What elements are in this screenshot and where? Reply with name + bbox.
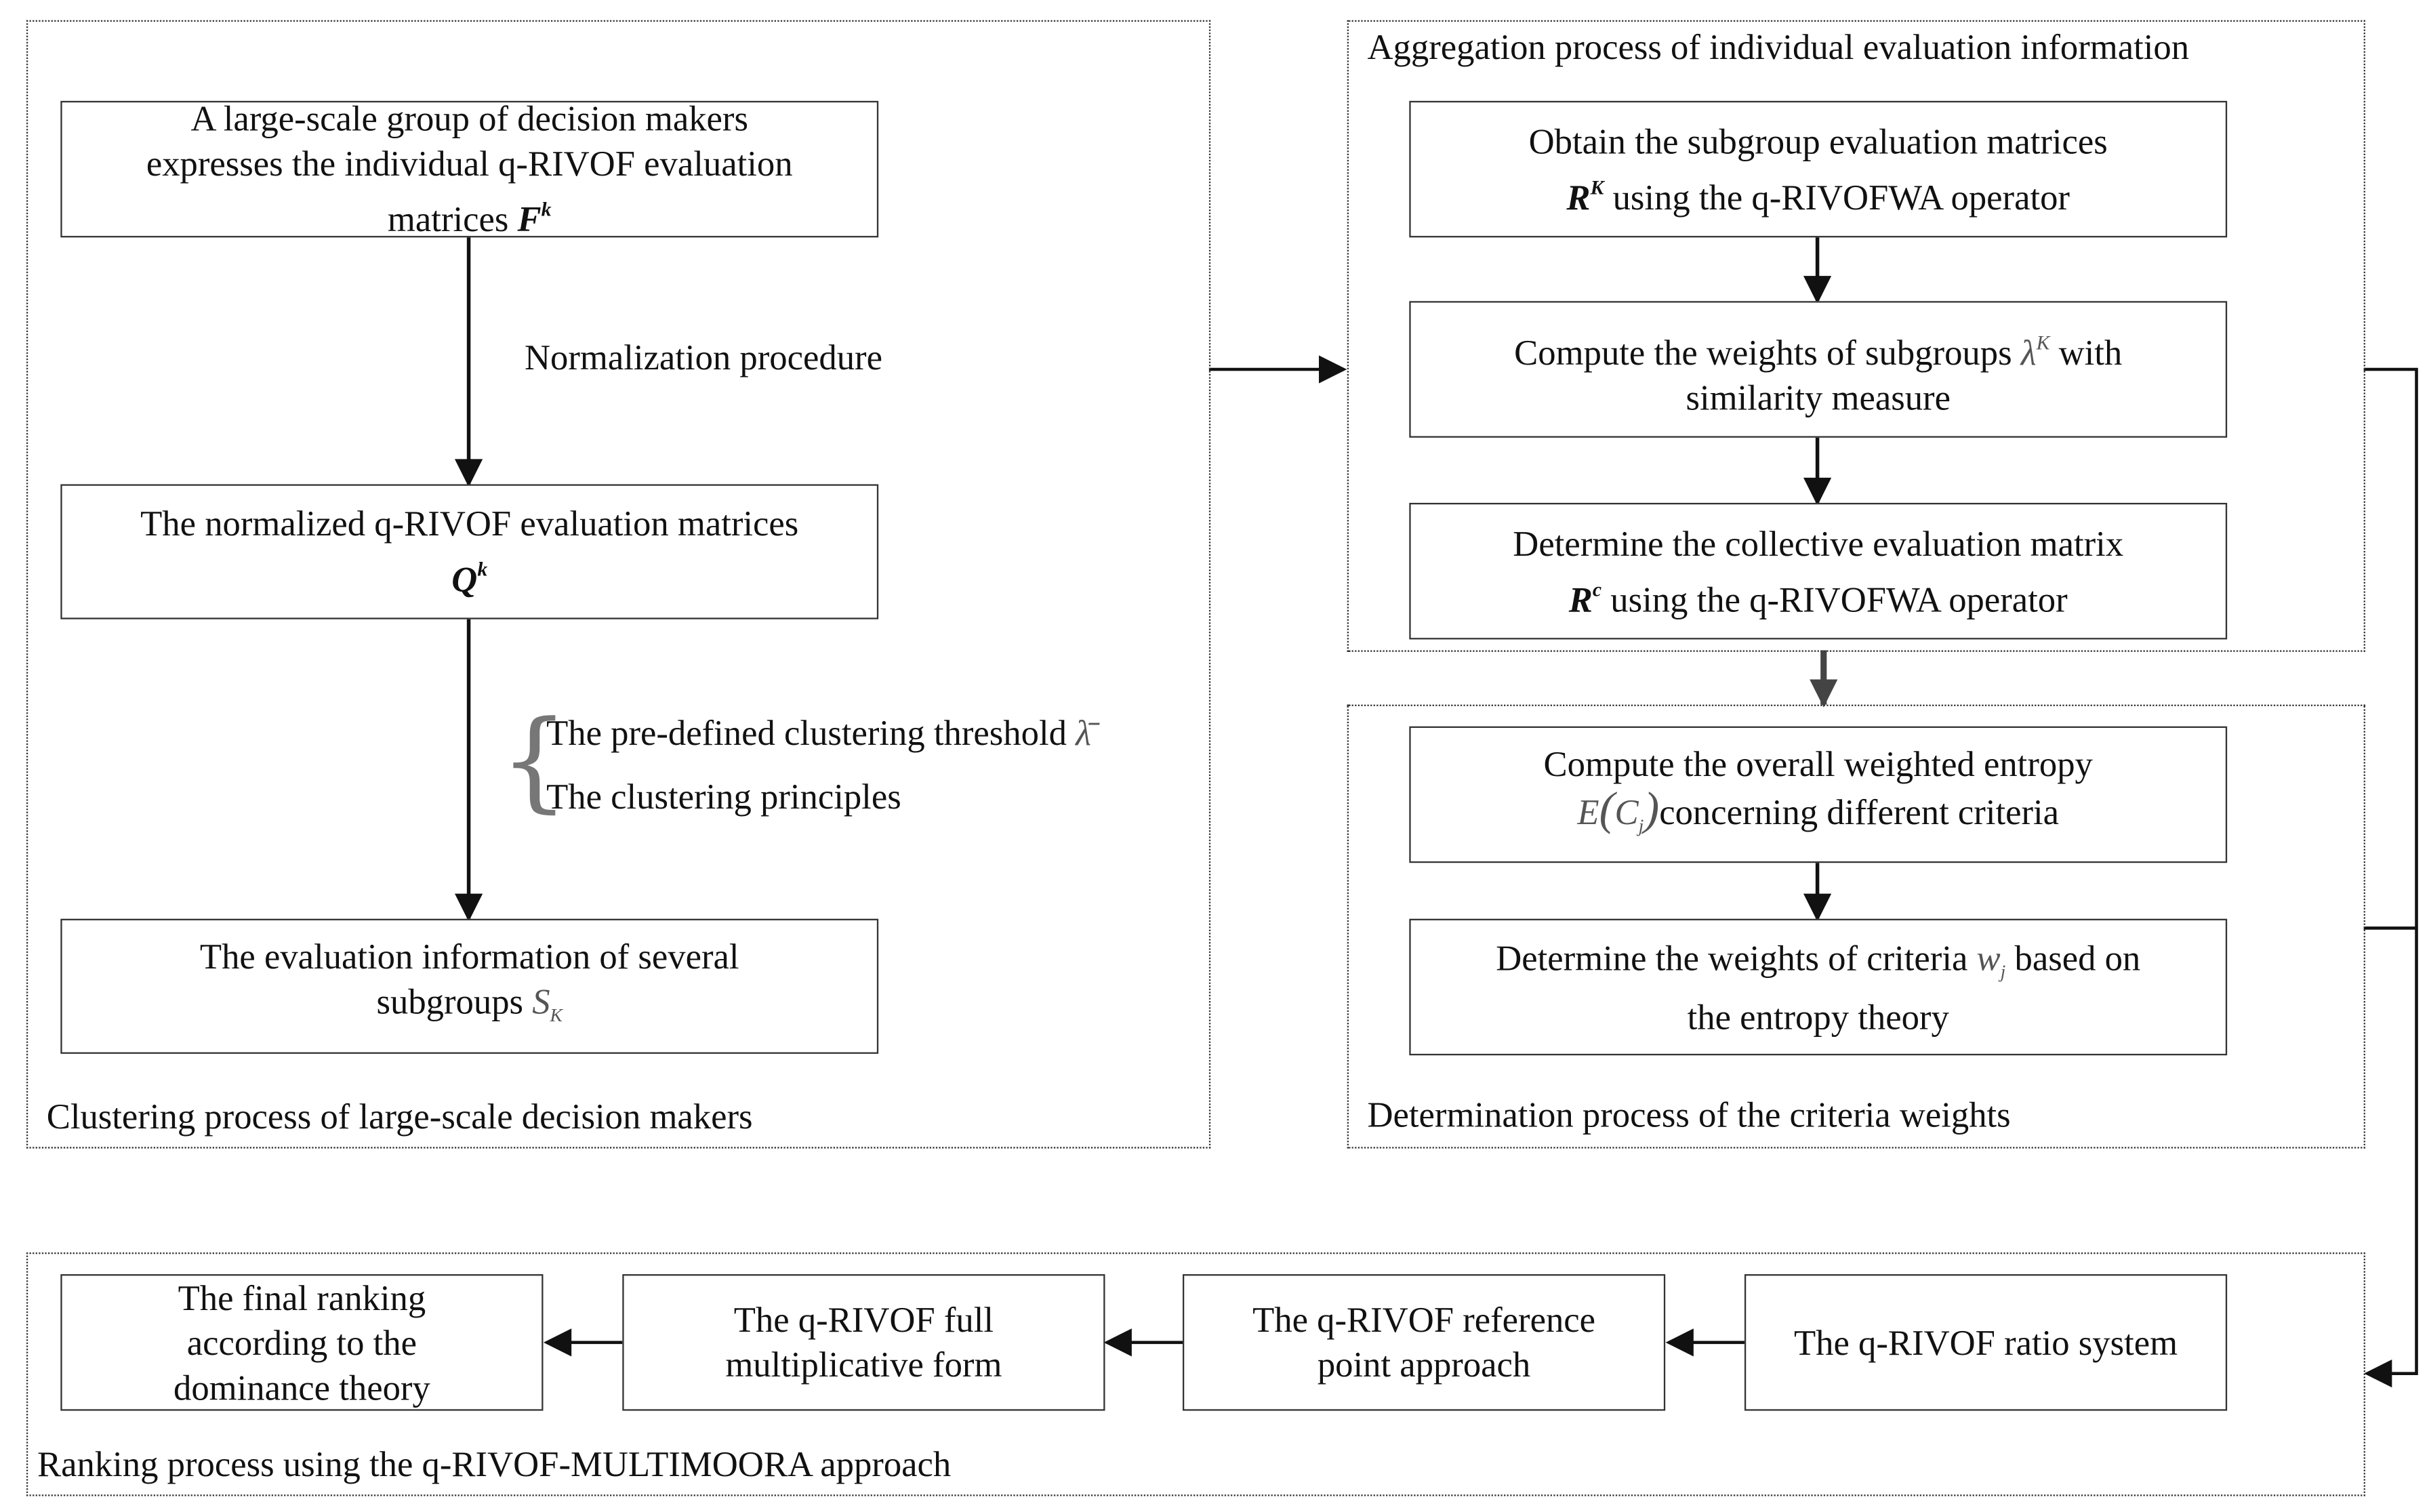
math-superscript: K — [1590, 174, 1604, 198]
connector-right-bracket — [2363, 367, 2418, 1388]
text-line: Obtain the subgroup evaluation matrices — [1528, 121, 2108, 161]
text-line: the entropy theory — [1687, 997, 1949, 1036]
box-full-multiplicative: The q-RIVOF full multiplicative form — [622, 1274, 1105, 1411]
math-superscript: k — [541, 197, 552, 221]
text-line: matrices Fk — [388, 186, 552, 242]
math-symbol-C: C — [1614, 792, 1639, 832]
box-subgroup-weights: Compute the weights of subgroups λK with… — [1409, 301, 2228, 438]
text-line: Determine the weights of criteria wj bas… — [1496, 935, 2140, 994]
box-ratio-system: The q-RIVOF ratio system — [1744, 1274, 2228, 1411]
math-superscript: K — [2036, 329, 2050, 353]
math-subscript: j — [1638, 814, 1644, 836]
text-line: The final ranking — [178, 1278, 426, 1317]
text-line: The normalized q-RIVOF evaluation matric… — [140, 504, 799, 544]
box-subgroups-info: The evaluation information of several su… — [60, 918, 879, 1054]
text-line: A large-scale group of decision makers — [190, 99, 748, 138]
text-line: according to the — [186, 1323, 417, 1362]
text-segment: using the q-RIVOFWA operator — [1610, 579, 2068, 619]
text-line: expresses the individual q-RIVOF evaluat… — [146, 144, 793, 184]
math-subscript: j — [2000, 960, 2006, 982]
caption-ranking: Ranking process using the q-RIVOF-MULTIM… — [37, 1444, 952, 1484]
math-paren-open: ( — [1599, 783, 1615, 834]
text-segment: concerning different criteria — [1659, 792, 2060, 832]
text-line: Qk — [451, 546, 487, 602]
text-segment: Compute the weights of subgroups — [1514, 333, 2012, 372]
group-weights: Determination process of the criteria we… — [1347, 704, 2365, 1149]
text-segment: matrices — [387, 200, 509, 239]
text-line: The q-RIVOF reference — [1252, 1301, 1596, 1340]
box-weighted-entropy: Compute the overall weighted entropy E(C… — [1409, 726, 2228, 863]
box-criteria-weights: Determine the weights of criteria wj bas… — [1409, 918, 2228, 1056]
text-segment: using the q-RIVOFWA operator — [1612, 178, 2070, 217]
left-curly-brace: { — [499, 697, 569, 824]
text-line: multiplicative form — [725, 1345, 1002, 1385]
math-symbol-Q: Q — [451, 560, 478, 599]
text-line: E(Cj)concerning different criteria — [1577, 783, 2060, 849]
group-clustering: Clustering process of large-scale decisi… — [26, 20, 1211, 1149]
label-clustering-principles: The clustering principles — [546, 777, 901, 817]
box-subgroup-matrices: Obtain the subgroup evaluation matrices … — [1409, 100, 2228, 238]
math-symbol-lambda: λ — [2020, 333, 2037, 372]
text-line: point approach — [1317, 1345, 1531, 1385]
math-subscript: K — [550, 1004, 563, 1026]
math-symbol-R: R — [1566, 178, 1591, 217]
text-line: The evaluation information of several — [199, 937, 739, 977]
text-line: subgroups SK — [377, 979, 563, 1038]
math-superscript: c — [1592, 576, 1602, 600]
caption-clustering: Clustering process of large-scale decisi… — [46, 1097, 753, 1137]
group-aggregation: Aggregation process of individual evalua… — [1347, 20, 2365, 652]
text-line: Determine the collective evaluation matr… — [1513, 523, 2124, 563]
text-segment: based on — [2014, 938, 2141, 977]
text-line: dominance theory — [173, 1368, 430, 1407]
text-line: Compute the overall weighted entropy — [1543, 744, 2093, 783]
math-symbol-S: S — [532, 982, 550, 1021]
box-reference-point: The q-RIVOF reference point approach — [1182, 1274, 1666, 1411]
text-line: The q-RIVOF ratio system — [1793, 1323, 2178, 1362]
text-line: similarity measure — [1686, 377, 1951, 417]
label-normalization-procedure: Normalization procedure — [525, 338, 882, 377]
box-individual-matrices: A large-scale group of decision makers e… — [60, 100, 879, 239]
text-segment: with — [2058, 333, 2123, 372]
text-segment: subgroups — [376, 982, 524, 1021]
math-symbol-R: R — [1568, 579, 1593, 619]
math-symbol-w: w — [1976, 938, 2001, 977]
text-line: Compute the weights of subgroups λK with — [1514, 319, 2122, 375]
text-line: RK using the q-RIVOFWA operator — [1566, 164, 2070, 220]
text-segment: Determine the weights of criteria — [1496, 938, 1968, 977]
caption-aggregation: Aggregation process of individual evalua… — [1367, 28, 2190, 67]
math-symbol-lambda-bar: λ̄ — [1076, 714, 1091, 753]
label-clustering-threshold: The pre-defined clustering threshold λ̄ — [546, 712, 1091, 756]
math-paren-close: ) — [1644, 783, 1660, 834]
caption-weights: Determination process of the criteria we… — [1367, 1095, 2011, 1135]
text-segment: The pre-defined clustering threshold — [546, 714, 1067, 753]
box-final-ranking: The final ranking according to the domin… — [60, 1274, 544, 1411]
text-line: The q-RIVOF full — [733, 1301, 994, 1340]
text-line: Rc using the q-RIVOFWA operator — [1569, 566, 2068, 621]
group-ranking: Ranking process using the q-RIVOF-MULTIM… — [26, 1252, 2365, 1496]
math-superscript: k — [477, 557, 488, 581]
math-symbol-E: E — [1577, 792, 1599, 832]
box-normalized-matrices: The normalized q-RIVOF evaluation matric… — [60, 484, 879, 619]
math-symbol-F: F — [517, 200, 542, 239]
box-collective-matrix: Determine the collective evaluation matr… — [1409, 502, 2228, 640]
